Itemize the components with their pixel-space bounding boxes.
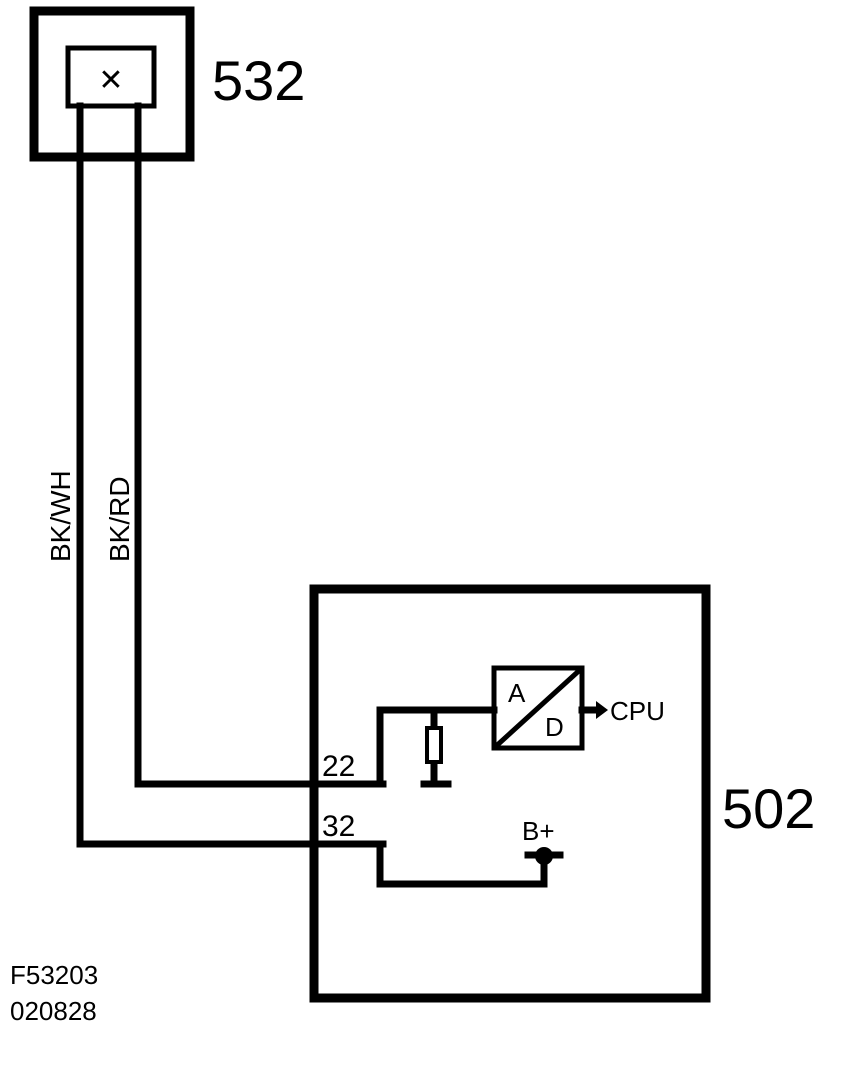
wire-bk-rd: [134, 102, 387, 788]
signal-line: [376, 706, 498, 788]
figure-date: 020828: [10, 996, 97, 1026]
figure-code: F53203: [10, 960, 98, 990]
component-532: ✕ 532: [29, 6, 305, 162]
sensor-x-icon: ✕: [98, 64, 123, 97]
wire-label-bk-wh: BK/WH: [45, 470, 76, 562]
cpu-arrow-icon: [596, 701, 608, 719]
resistor-icon: [425, 726, 443, 764]
ad-converter-divider: [492, 666, 584, 750]
supply-node-icon: [535, 847, 553, 865]
harness-wires: BK/WH BK/RD: [45, 102, 387, 848]
supply-line: [376, 840, 548, 888]
component-502-label: 502: [722, 777, 815, 840]
component-502-box: [309, 584, 711, 1003]
pin-32-label: 32: [322, 810, 355, 843]
component-532-sensor-element: [65, 45, 157, 109]
wire-label-bk-rd: BK/RD: [104, 476, 135, 562]
figure-codes: F53203 020828: [10, 960, 98, 1026]
component-532-label: 532: [212, 49, 305, 112]
cpu-label: CPU: [610, 696, 665, 726]
ad-converter-d-label: D: [545, 712, 564, 742]
wire-bk-wh: [76, 102, 387, 848]
pin-22-label: 22: [322, 750, 355, 783]
component-502: 502 22 32 A D CPU B+: [309, 584, 815, 1003]
component-532-outer-box: [29, 6, 195, 162]
ad-converter-a-label: A: [508, 678, 526, 708]
supply-label: B+: [522, 816, 555, 846]
